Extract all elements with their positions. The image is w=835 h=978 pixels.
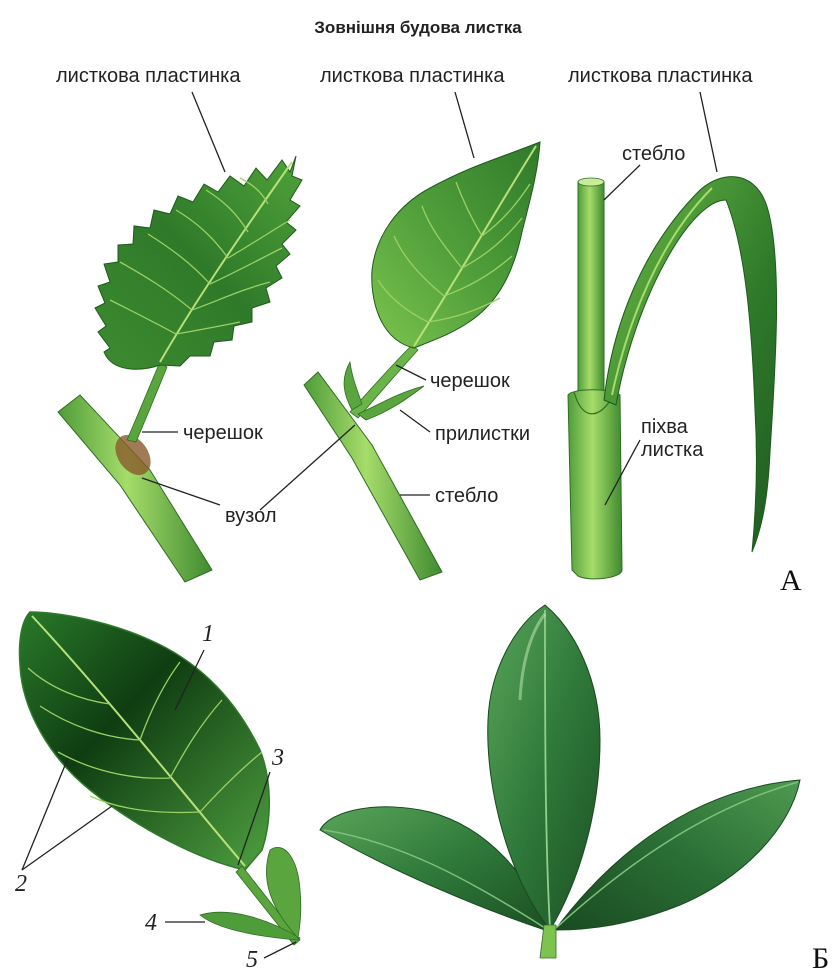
glossy-stem — [540, 925, 556, 958]
leaf3-stem-top — [578, 178, 604, 186]
leaf3-blade-highlight — [612, 188, 712, 395]
panel-b-marker: Б — [812, 942, 829, 975]
leaf2-stipules-label: прилистки — [435, 423, 530, 445]
leaf1-blade-label: листкова пластинка — [56, 65, 241, 87]
leaf1-petiole — [127, 362, 167, 442]
leader-line — [455, 92, 474, 158]
leaf2-blade-label: листкова пластинка — [320, 65, 505, 87]
number-label-4: 4 — [145, 910, 157, 936]
leaf3-sheath-label-line1: піхва — [641, 416, 689, 438]
panel-a-marker: А — [780, 564, 802, 597]
leaf3-sheath-label-line2: листка — [641, 439, 704, 461]
leader-line — [260, 425, 355, 510]
leaf1-petiole-label: черешок — [183, 422, 263, 444]
leaf3-stem — [578, 182, 604, 405]
numbered-leaf-figure — [19, 612, 300, 945]
leaf3-blade — [604, 177, 777, 552]
leaf2-blade — [372, 142, 540, 348]
leader-line — [192, 92, 225, 172]
leaf3-figure — [568, 177, 777, 579]
leaf2-stem-label: стебло — [435, 485, 498, 507]
leaf1-blade — [95, 156, 302, 369]
leaf2-stem — [304, 372, 442, 580]
leaf1-node-label: вузол — [225, 505, 276, 527]
leader-line — [396, 365, 426, 380]
number-label-3: 3 — [271, 745, 284, 771]
glossy-leaves-figure — [320, 605, 800, 958]
leaf2-stipule — [344, 362, 362, 410]
leaf2-figure — [304, 142, 540, 580]
leaf2-petiole-label: черешок — [430, 370, 510, 392]
leaf3-stem-label: стебло — [622, 143, 685, 165]
number-label-1: 1 — [202, 621, 214, 647]
leader-line — [400, 410, 430, 432]
leader-line — [700, 92, 717, 172]
leader-line — [604, 165, 640, 200]
number-label-2: 2 — [15, 871, 27, 897]
leaf3-blade-label: листкова пластинка — [568, 65, 753, 87]
numbered-leaf-blade — [19, 612, 269, 870]
number-label-5: 5 — [246, 947, 258, 973]
leader-line — [264, 942, 296, 958]
diagram-title: Зовнішня будова листка — [314, 18, 522, 37]
leaf3-sheath — [568, 390, 622, 579]
